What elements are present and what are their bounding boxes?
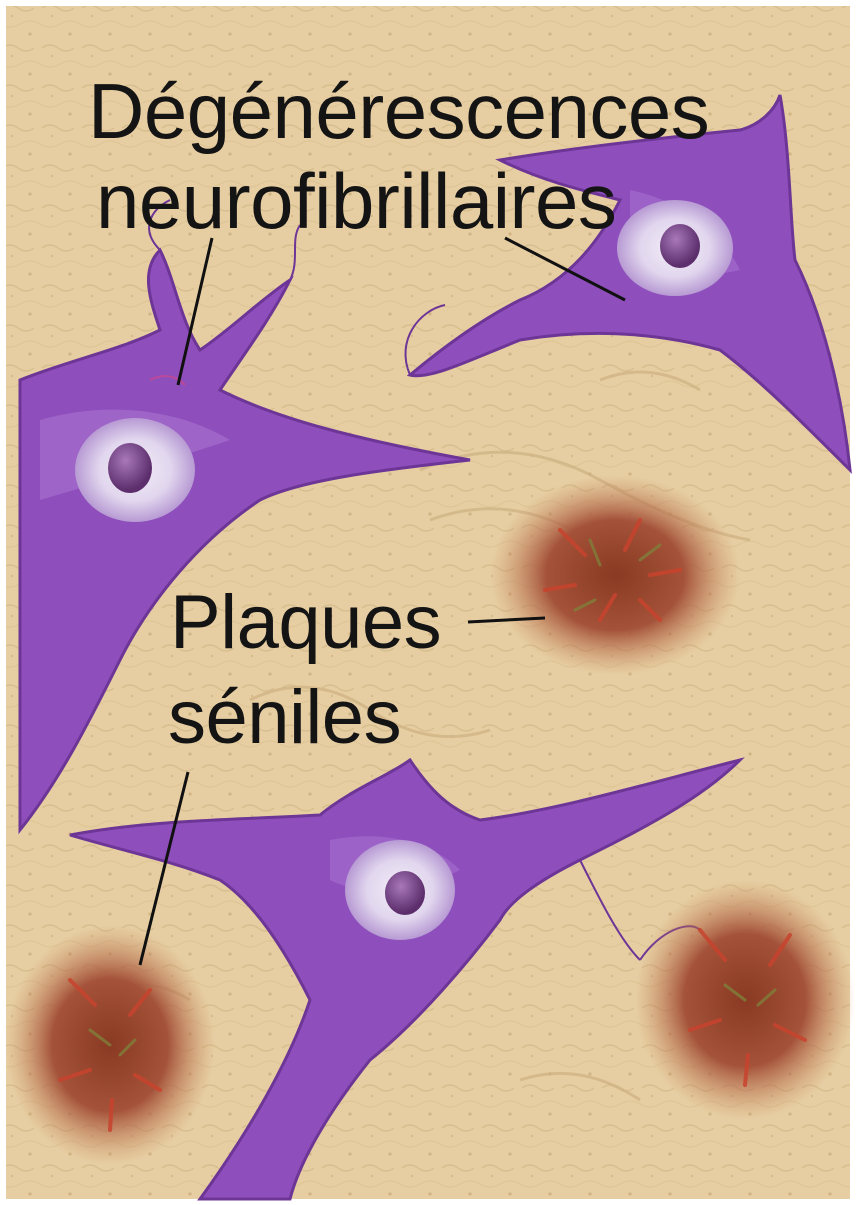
label-tangles-line-2: neurofibrillaires: [96, 162, 616, 240]
plaque-center-right: [490, 475, 740, 675]
label-plaques-line-1: Plaques: [170, 585, 441, 661]
plaque-bottom-left: [5, 925, 215, 1165]
label-tangles-line-1: Dégénérescences: [88, 72, 709, 150]
nucleolus: [108, 443, 152, 493]
plaque-bottom-right: [635, 880, 855, 1120]
label-plaques-line-2: séniles: [168, 680, 401, 756]
nucleolus: [385, 871, 425, 915]
nucleolus: [660, 224, 700, 268]
